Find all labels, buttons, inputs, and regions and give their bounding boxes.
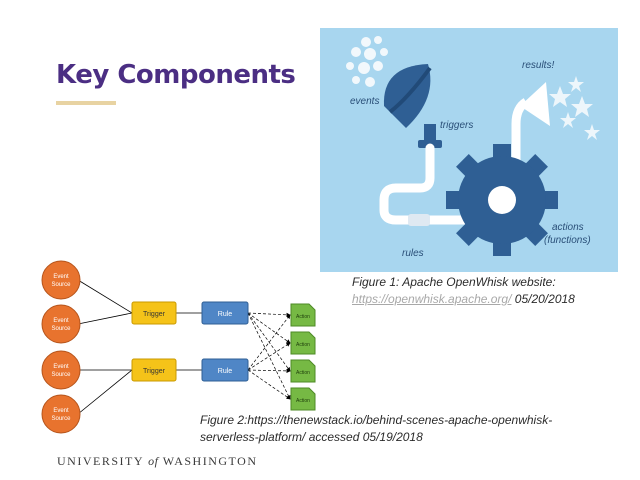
rules-connector [408, 214, 430, 226]
figure1-caption-link[interactable]: https://openwhisk.apache.org/ [352, 292, 512, 306]
svg-text:Event: Event [53, 364, 69, 370]
event-trigger-edges [77, 279, 202, 415]
svg-text:Source: Source [51, 282, 71, 288]
gear-icon [446, 144, 558, 256]
svg-text:Event: Event [53, 274, 69, 280]
figure1-caption-date: 05/20/2018 [514, 292, 575, 306]
svg-text:Source: Source [51, 416, 71, 422]
label-rules: rules [402, 248, 424, 259]
figure1-caption-prefix: Figure 1: Apache OpenWhisk website: [352, 275, 556, 289]
svg-text:Rule: Rule [218, 368, 233, 375]
rule-node: Rule [201, 358, 249, 382]
label-actions: actions [552, 222, 584, 233]
figure1-svg: events triggers results! rules actions (… [346, 36, 600, 259]
label-functions: (functions) [544, 235, 591, 246]
label-triggers: triggers [440, 120, 473, 131]
svg-text:Source: Source [51, 326, 71, 332]
event-source-node: Event Source [41, 394, 81, 434]
svg-text:Action: Action [296, 342, 310, 348]
svg-text:Action: Action [296, 370, 310, 376]
svg-text:Rule: Rule [218, 311, 233, 318]
rule-node: Rule [201, 301, 249, 325]
event-dots [346, 36, 388, 87]
figure2-caption: Figure 2:https://thenewstack.io/behind-s… [200, 412, 610, 446]
figure2-svg: Event Source Event Source Event Source E… [41, 260, 316, 434]
label-results: results! [522, 60, 554, 71]
slide-title: Key Components [56, 60, 296, 90]
title-accent-bar [56, 101, 116, 105]
figure2-caption-line2: serverless-platform/ accessed 05/19/2018 [200, 430, 423, 444]
uw-wordmark-of: of [148, 454, 159, 468]
action-node: Action [290, 359, 316, 383]
svg-text:Source: Source [51, 372, 71, 378]
svg-text:Action: Action [296, 314, 310, 320]
university-wordmark: UNIVERSITY of WASHINGTON [57, 454, 257, 469]
rule-action-edges [247, 312, 291, 400]
results-stars [549, 76, 600, 140]
figure1-openwhisk-illustration: events triggers results! rules actions (… [320, 28, 618, 272]
event-source-node: Event Source [41, 304, 81, 344]
uw-wordmark-part2: WASHINGTON [162, 454, 258, 468]
action-node: Action [290, 387, 316, 411]
svg-text:Event: Event [53, 408, 69, 414]
trigger-node: Trigger [131, 358, 177, 382]
svg-text:Event: Event [53, 318, 69, 324]
results-horn-icon [520, 82, 550, 126]
label-events: events [350, 96, 379, 107]
figure2-flow-diagram: Event Source Event Source Event Source E… [40, 258, 320, 438]
trigger-node: Trigger [131, 301, 177, 325]
event-source-node: Event Source [41, 350, 81, 390]
svg-text:Action: Action [296, 398, 310, 404]
action-node: Action [290, 303, 316, 327]
svg-text:Trigger: Trigger [143, 368, 166, 375]
action-node: Action [290, 331, 316, 355]
svg-text:Trigger: Trigger [143, 311, 166, 318]
figure1-caption: Figure 1: Apache OpenWhisk website: http… [352, 274, 575, 308]
figure2-caption-line1: Figure 2:https://thenewstack.io/behind-s… [200, 413, 553, 427]
event-source-node: Event Source [41, 260, 81, 300]
uw-wordmark-part1: UNIVERSITY [57, 454, 144, 468]
